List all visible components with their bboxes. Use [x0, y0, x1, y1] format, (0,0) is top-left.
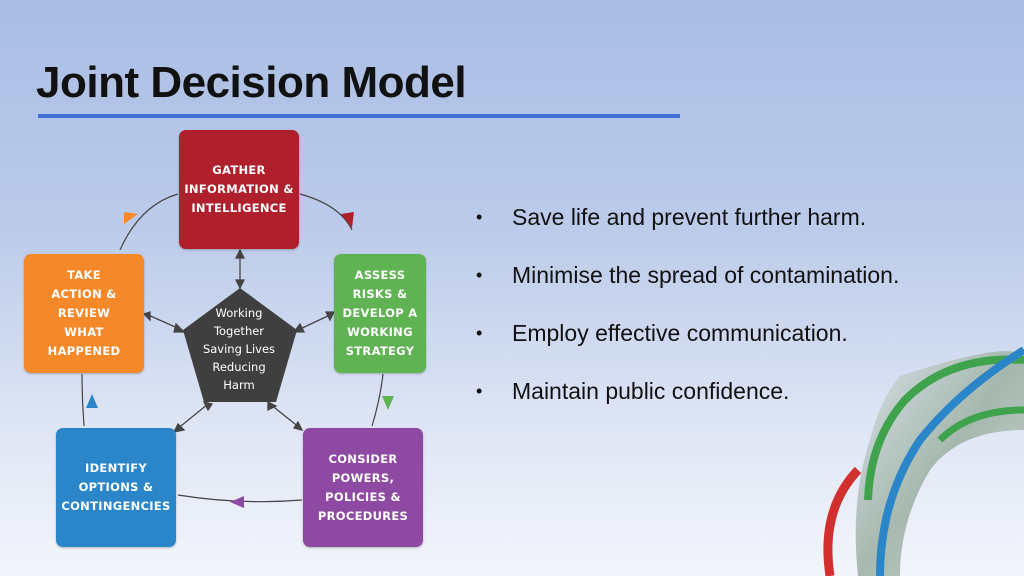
bullet-dot: • [476, 323, 483, 343]
bullet-text: Minimise the spread of contamination. [512, 262, 900, 288]
bullet-text: Save life and prevent further harm. [512, 204, 867, 230]
arrowhead-purple [230, 496, 244, 508]
bullet-item: • Save life and prevent further harm. [470, 204, 899, 262]
bullet-dot: • [476, 207, 483, 227]
arrowhead-blue [86, 394, 98, 408]
helix-strand-green-lower [937, 406, 1024, 443]
arrowhead-red [341, 212, 354, 228]
center-connectors [142, 248, 336, 433]
step-assess-label: ASSESS RISKS & DEVELOP A WORKING STRATEG… [342, 268, 418, 358]
step-identify-label: IDENTIFY OPTIONS & CONTINGENCIES [61, 461, 171, 513]
bullet-item: • Maintain public confidence. [470, 378, 899, 436]
center-label: Working Together Saving Lives Reducing H… [202, 306, 276, 392]
bullet-dot: • [476, 265, 483, 285]
step-take-action: TAKE ACTION & REVIEW WHAT HAPPENED [24, 254, 144, 373]
step-take-label: TAKE ACTION & REVIEW WHAT HAPPENED [47, 268, 121, 358]
step-gather-label: GATHER INFORMATION & INTELLIGENCE [184, 163, 294, 215]
bullet-item: • Minimise the spread of contamination. [470, 262, 899, 320]
step-consider-label: CONSIDER POWERS, POLICIES & PROCEDURES [317, 451, 409, 523]
step-identify-options: IDENTIFY OPTIONS & CONTINGENCIES [56, 428, 176, 547]
helix-strand-green [864, 355, 1024, 501]
bullet-text: Maintain public confidence. [512, 378, 790, 404]
step-assess-risks: ASSESS RISKS & DEVELOP A WORKING STRATEG… [334, 254, 426, 373]
bullet-text: Employ effective communication. [512, 320, 848, 346]
helix-strand-blue [876, 346, 1024, 576]
cycle-arrowheads [86, 212, 394, 508]
step-gather-information: GATHER INFORMATION & INTELLIGENCE [179, 130, 299, 249]
bullet-list: • Save life and prevent further harm. • Mi… [470, 204, 899, 436]
slide-title: Joint Decision Model [36, 58, 467, 107]
bullet-dot: • [476, 381, 483, 401]
bullet-item: • Employ effective communication. [470, 320, 899, 378]
center-pentagon [183, 288, 297, 402]
step-consider-powers: CONSIDER POWERS, POLICIES & PROCEDURES [303, 428, 423, 547]
arrowhead-green [382, 396, 394, 410]
arrowhead-orange [124, 212, 138, 224]
helix-strand-red [823, 466, 862, 576]
title-underline [38, 114, 680, 118]
